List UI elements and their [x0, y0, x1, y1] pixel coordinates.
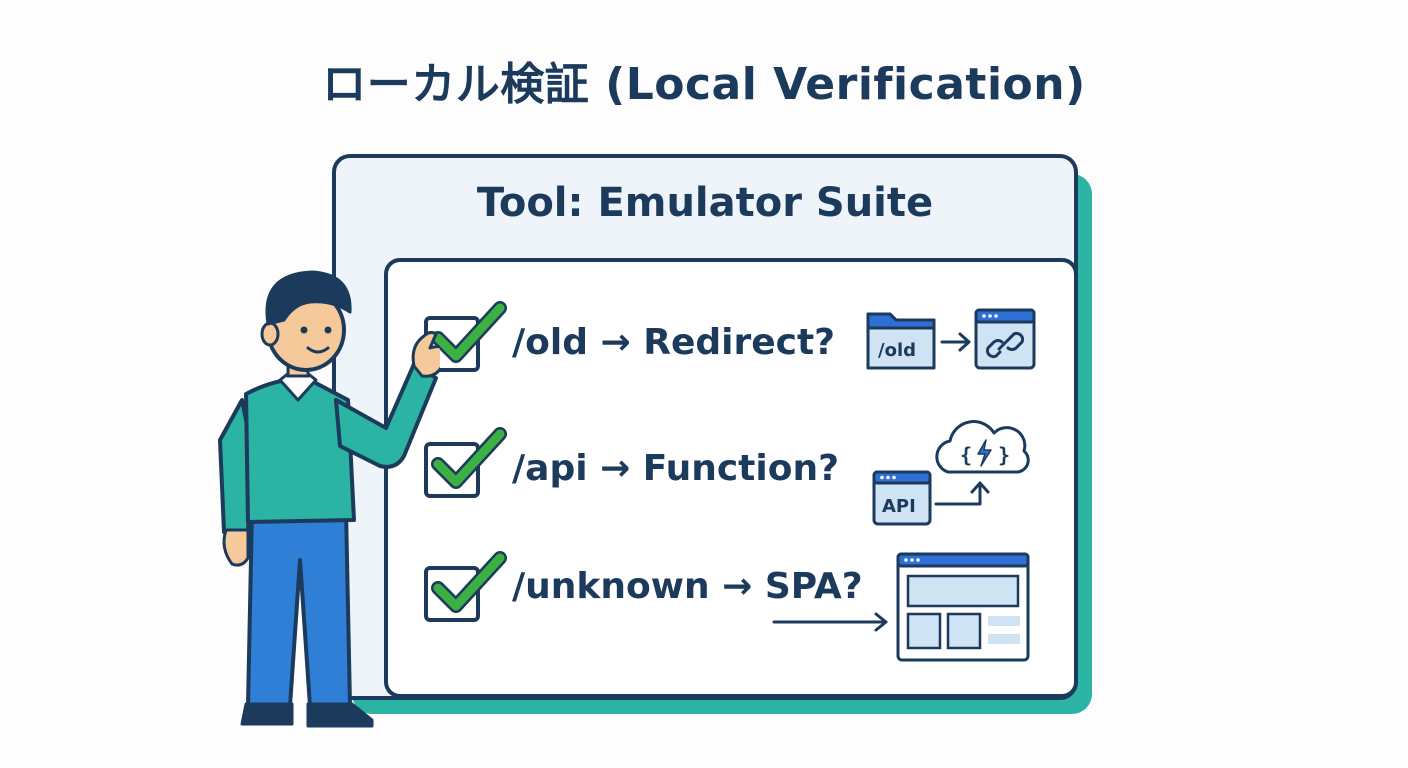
person-illustration — [218, 270, 440, 728]
check-item-old-redirect: /old → Redirect? — [512, 322, 836, 363]
svg-text:}: } — [998, 443, 1010, 467]
spa-browser-window-icon — [772, 552, 1030, 662]
api-to-cloud-function-icon: API { } — [872, 420, 1030, 526]
panel-header: Tool: Emulator Suite — [476, 180, 934, 226]
page-title: ローカル検証 (Local Verification) — [322, 59, 1086, 110]
check-mark-icon — [431, 551, 507, 613]
check-mark-icon — [431, 427, 507, 489]
check-item-unknown-spa: /unknown → SPA? — [512, 566, 863, 607]
check-mark-icon — [431, 301, 507, 363]
svg-text:{: { — [960, 443, 972, 467]
check-item-api-function: /api → Function? — [512, 448, 839, 489]
folder-label: /old — [878, 340, 916, 361]
folder-to-link-icon: /old — [866, 308, 1036, 370]
api-label: API — [882, 496, 916, 517]
